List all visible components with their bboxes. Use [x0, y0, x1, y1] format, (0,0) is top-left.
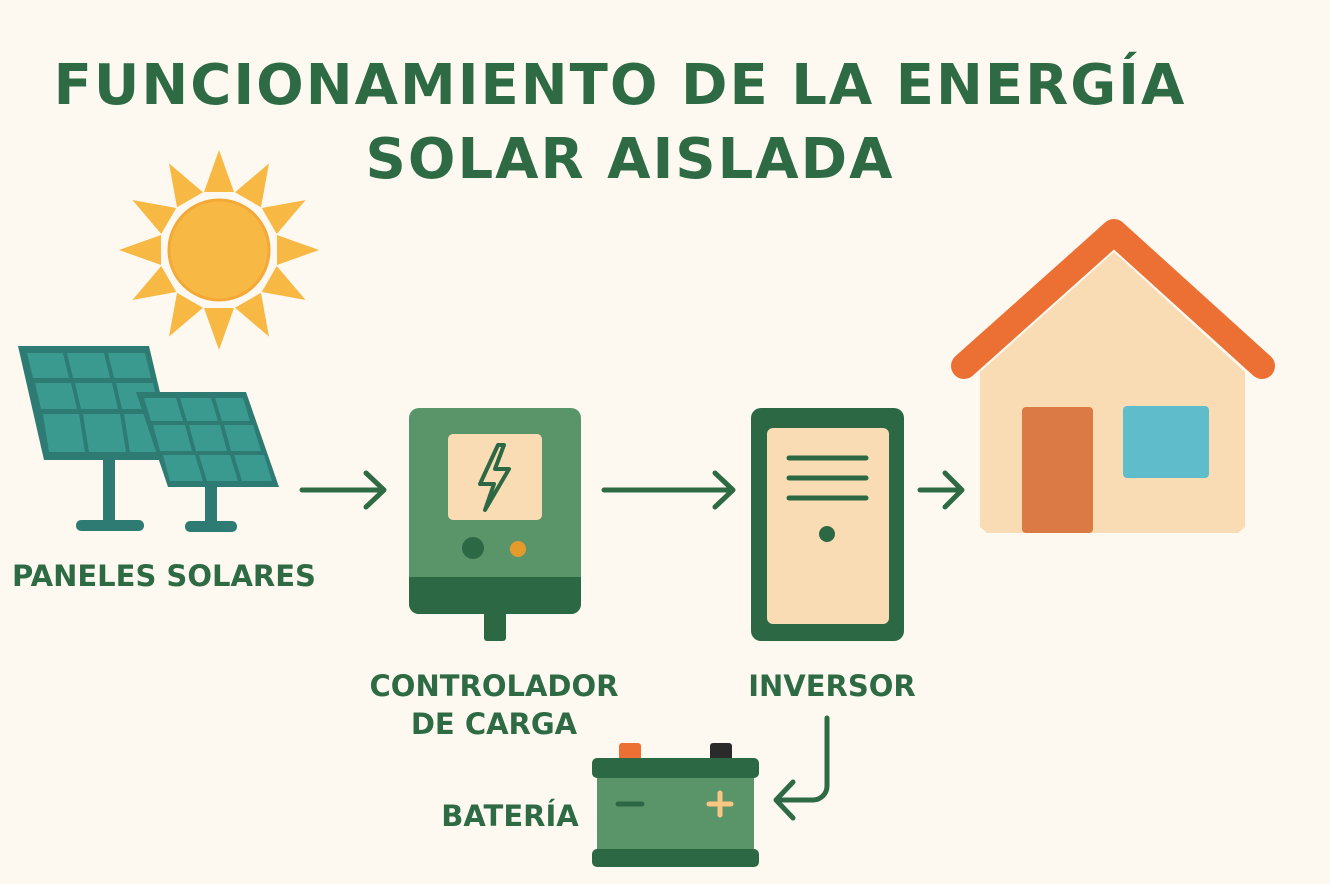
label-charge-controller-line-2: DE CARGA: [410, 707, 578, 741]
diagram-title-line-1: FUNCIONAMIENTO DE LA ENERGÍA: [53, 53, 1187, 118]
window-icon: [1123, 406, 1209, 478]
plus-icon: [706, 790, 734, 818]
arrow-inverter-to-battery: [773, 715, 830, 821]
label-solar-panels: PANELES SOLARES: [12, 559, 316, 593]
house-icon: [951, 219, 1275, 533]
inverter-icon: [751, 408, 904, 641]
arrow-controller-to-inverter: [601, 470, 736, 510]
label-charge-controller-line-1: CONTROLADOR: [369, 669, 619, 703]
arrow-panels-to-controller: [299, 470, 387, 510]
label-battery: BATERÍA: [441, 799, 579, 833]
label-inverter: INVERSOR: [748, 669, 916, 703]
door-icon: [1022, 407, 1093, 533]
battery-icon: [592, 743, 759, 867]
charge-controller-icon: [409, 408, 581, 641]
diagram-title-line-2: SOLAR AISLADA: [365, 127, 895, 192]
solar-panels-icon: [18, 346, 279, 532]
lightning-bolt-icon: [478, 443, 511, 512]
sun-icon: [119, 150, 319, 350]
arrow-inverter-to-house: [917, 470, 965, 510]
